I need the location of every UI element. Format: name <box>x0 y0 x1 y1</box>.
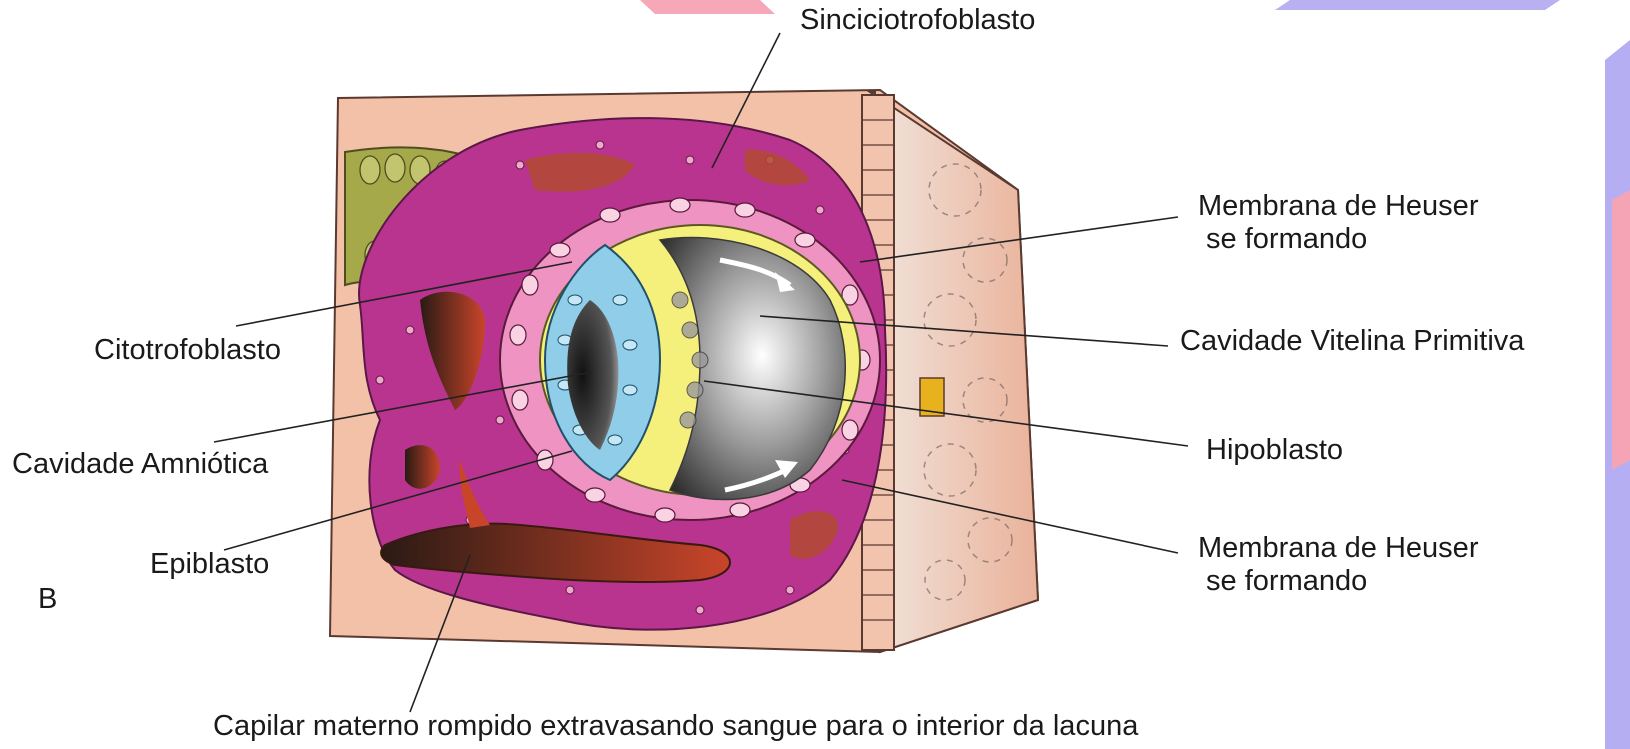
label-sinciciotrofoblasto: Sinciciotrofoblasto <box>800 4 1035 37</box>
label-membrana-heuser-bottom: Membrana de Heuser se formando <box>1198 532 1478 598</box>
label-hipoblasto: Hipoblasto <box>1206 434 1343 467</box>
label-citotrofoblasto: Citotrofoblasto <box>94 334 281 367</box>
label-cavidade-vitelina: Cavidade Vitelina Primitiva <box>1180 325 1524 358</box>
label-cavidade-amniotica: Cavidade Amniótica <box>12 448 268 481</box>
label-capilar-materno: Capilar materno rompido extravasando san… <box>213 710 1138 743</box>
panel-letter: B <box>38 583 57 616</box>
label-membrana-heuser-top: Membrana de Heuser se formando <box>1198 190 1478 256</box>
label-epiblasto: Epiblasto <box>150 548 269 581</box>
uterine-wall <box>870 92 1038 652</box>
